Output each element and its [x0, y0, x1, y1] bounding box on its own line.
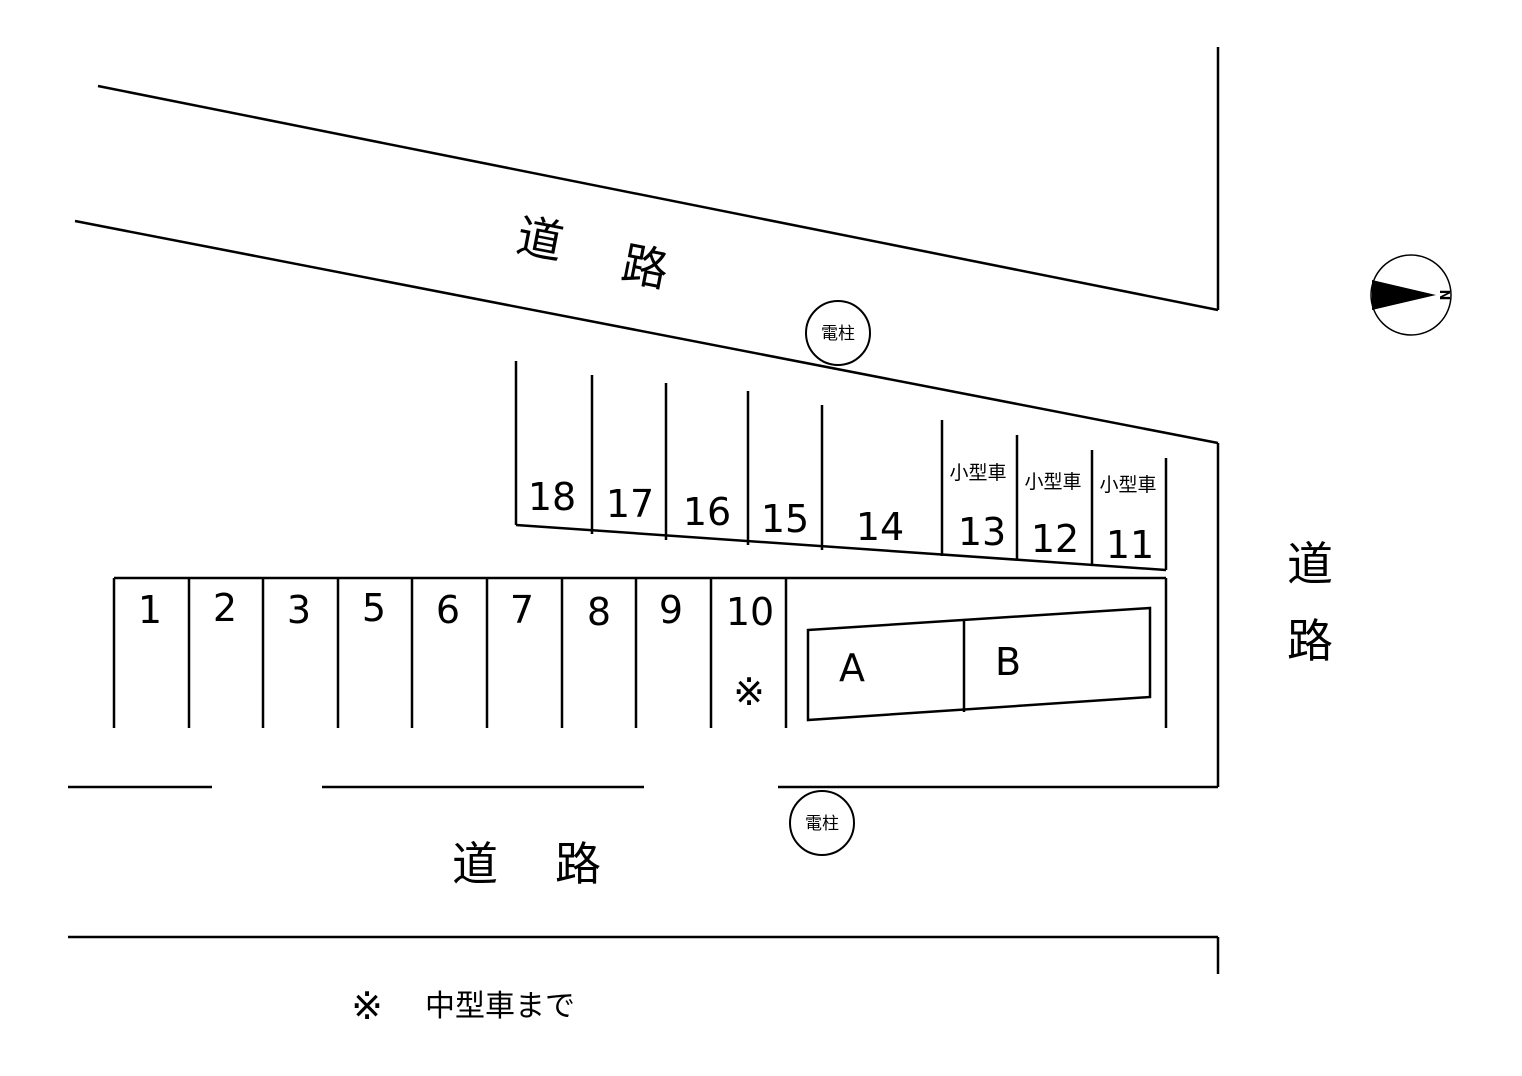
compass-icon: N — [1370, 254, 1452, 336]
top-road-edge — [97, 84, 1219, 312]
stall-17: 17 — [606, 482, 654, 526]
compass-north-label: N — [1436, 290, 1451, 301]
stall-10: 10 — [726, 590, 774, 634]
bottom-road-label-1: 道 — [452, 837, 498, 891]
stall-15: 15 — [761, 497, 809, 541]
stall-9: 9 — [659, 588, 683, 632]
stall-12-note: 小型車 — [1024, 471, 1081, 493]
top-road-lot-edge — [74, 219, 1219, 445]
stall-1: 1 — [138, 588, 162, 632]
block-b-label: B — [995, 640, 1021, 684]
stall-13: 13 — [958, 510, 1006, 554]
stall-2: 2 — [213, 586, 237, 630]
stall-13-note: 小型車 — [949, 462, 1006, 484]
stall-18: 18 — [528, 475, 576, 519]
stall-7: 7 — [510, 588, 534, 632]
right-road-label-2: 路 — [1287, 614, 1333, 668]
block-a-label: A — [839, 646, 865, 690]
stall-6: 6 — [436, 588, 460, 632]
right-road-label-1: 道 — [1287, 537, 1333, 591]
stall-5: 5 — [362, 586, 386, 630]
top-road-label-1: 道 — [512, 208, 567, 270]
stall-16: 16 — [683, 490, 731, 534]
stall-3: 3 — [287, 588, 311, 632]
pole-label: 電柱 — [821, 324, 855, 344]
bottom-road-edges — [68, 785, 1220, 974]
stall-11-note: 小型車 — [1099, 474, 1156, 496]
pole-label: 電柱 — [805, 814, 839, 834]
stall-10-mark: ※ — [733, 670, 765, 714]
stall-8: 8 — [587, 590, 611, 634]
bottom-row-stalls — [112, 576, 1168, 728]
utility-pole-bottom: 電柱 — [789, 790, 855, 856]
bottom-road-label-2: 路 — [555, 837, 601, 891]
utility-pole-top: 電柱 — [805, 300, 871, 366]
top-road-label-2: 路 — [617, 236, 672, 298]
top-row-stalls — [514, 361, 1168, 572]
legend-mark: ※ — [351, 984, 383, 1028]
stall-11: 11 — [1106, 523, 1154, 567]
legend-text: 中型車まで — [425, 989, 575, 1024]
stall-14: 14 — [856, 505, 904, 549]
building-block — [806, 606, 1152, 722]
stall-12: 12 — [1031, 517, 1079, 561]
